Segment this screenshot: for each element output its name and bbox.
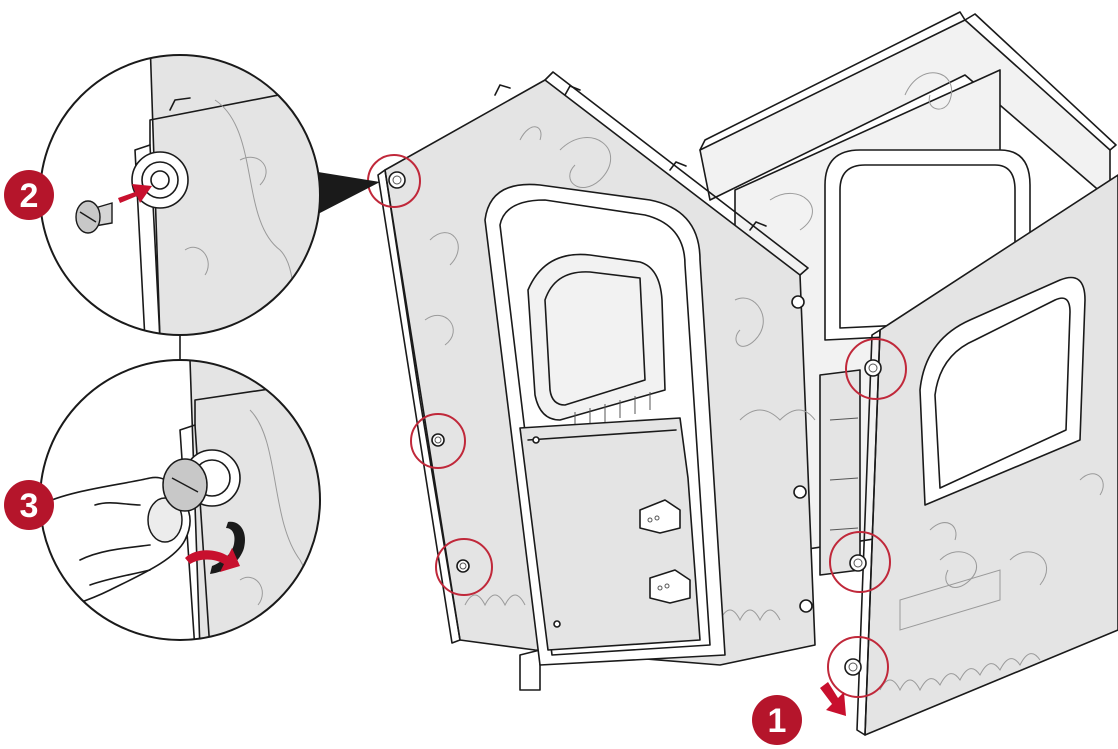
highlight-ring — [410, 413, 466, 469]
step-number: 2 — [20, 177, 39, 215]
step-number: 3 — [20, 487, 39, 525]
step-badge-2: 2 — [4, 170, 54, 220]
hinge-strip — [819, 369, 861, 576]
red-arrow-icon — [118, 184, 152, 203]
dutch-door — [519, 417, 701, 651]
highlight-ring — [829, 531, 891, 593]
step-badge-1: 1 — [752, 695, 802, 745]
step-badge-3: 3 — [4, 480, 54, 530]
highlight-ring — [845, 338, 907, 400]
zoom-detail-tighten-screw — [39, 359, 321, 641]
highlight-ring — [435, 538, 493, 596]
screw-icon — [75, 200, 113, 234]
callout-pointer — [318, 172, 380, 214]
panel-screw-holes — [388, 171, 882, 676]
step-number: 1 — [768, 702, 787, 740]
zoom-detail-insert-screw — [39, 54, 321, 336]
highlight-rings — [367, 154, 907, 698]
red-arrow-icon — [185, 548, 240, 572]
right-front-panel — [856, 174, 1118, 736]
highlight-ring — [827, 636, 889, 698]
hand-icon — [40, 458, 208, 616]
red-arrow-icon — [820, 682, 846, 716]
